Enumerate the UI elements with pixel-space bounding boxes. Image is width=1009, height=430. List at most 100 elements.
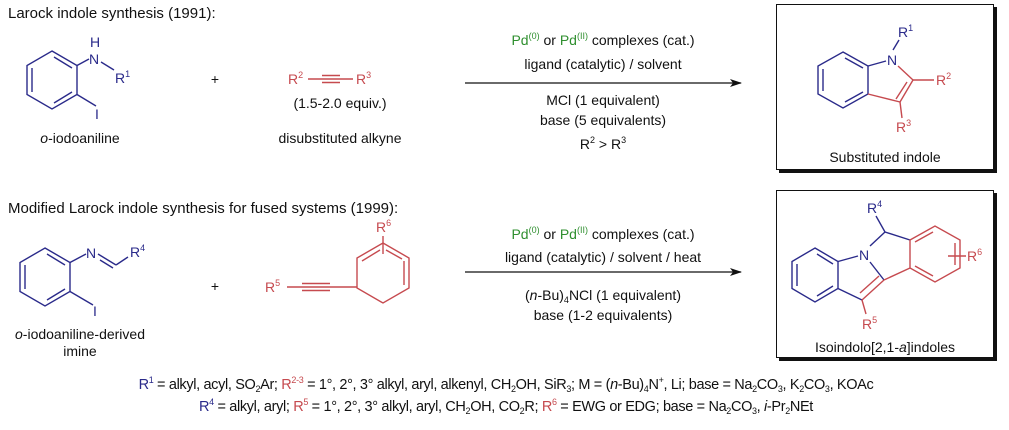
r-sup: 3: [366, 70, 372, 80]
section2-title: Modified Larock indole synthesis for fus…: [8, 200, 399, 217]
r-text: R: [967, 248, 978, 264]
text-segment: ,: [756, 399, 765, 415]
r-text: R: [265, 279, 276, 295]
text-segment: ; M = (: [571, 377, 611, 393]
text-segment: 2-3: [291, 375, 304, 385]
text-segment: 1: [148, 375, 154, 385]
r-sup: 2: [946, 71, 952, 81]
r-text: R: [898, 24, 909, 40]
product-nitrogen-label: N: [887, 52, 898, 68]
text-segment: 2: [465, 406, 471, 416]
imine-label-line1: o-iodoaniline-derived: [15, 326, 145, 342]
text-segment: CO: [803, 377, 825, 393]
r-text: R: [936, 72, 947, 88]
text-segment: , Li; base = Na: [663, 377, 753, 393]
text-segment: i: [764, 399, 767, 415]
text-segment: , K: [782, 377, 800, 393]
text-segment: R;: [524, 399, 542, 415]
ligand-condition: ligand (catalytic) / solvent: [524, 56, 682, 72]
salt-condition-2: (n-Bu)4NCl (1 equivalent): [525, 287, 681, 305]
alkyne-structure: [308, 74, 353, 84]
text-segment: 3: [621, 135, 627, 145]
product-box-indole: [776, 4, 994, 170]
text-segment: = alkyl, aryl;: [213, 399, 294, 415]
imine-structure: [19, 247, 129, 307]
nitrogen-label: N: [89, 51, 100, 67]
r3-label: R3: [356, 70, 372, 88]
plus-sign-2: +: [210, 278, 220, 294]
text-segment: 2: [255, 384, 261, 394]
imine-label-line2: imine: [63, 343, 97, 359]
product-r5-label: R5: [862, 316, 877, 333]
text-segment: o: [15, 326, 23, 342]
r-sup: 5: [275, 278, 281, 288]
text-segment: = 1°, 2°, 3° alkyl, aryl, alkenyl, CH: [303, 377, 511, 393]
text-segment: o: [40, 130, 49, 146]
base-condition: base (5 equivalents): [539, 112, 667, 128]
ligand-condition-2: ligand (catalytic) / solvent / heat: [504, 249, 702, 265]
text-segment: NCl (1 equivalent): [568, 287, 681, 303]
r-text: R: [896, 119, 907, 135]
text-segment: 4: [643, 384, 649, 394]
text-segment: N: [648, 377, 659, 393]
text-segment: 2: [510, 384, 516, 394]
text-segment: 3: [824, 384, 830, 394]
r-sup: 6: [977, 247, 983, 257]
text-segment: OH, SiR: [515, 377, 567, 393]
text-segment: R: [293, 399, 304, 415]
text-segment: 3: [566, 384, 572, 394]
text-segment: Pd: [511, 226, 529, 242]
section1-title: Larock indole synthesis (1991):: [8, 5, 216, 22]
text-segment: -Bu): [537, 287, 564, 303]
text-segment: NEt: [789, 399, 813, 415]
text-segment: n: [529, 287, 538, 303]
text-segment: or: [539, 32, 560, 48]
r-sup: 1: [125, 69, 131, 79]
isoindoloindole-structure: [791, 215, 966, 315]
imine-iodine-label: I: [93, 303, 97, 319]
r-sup: 2: [298, 70, 304, 80]
text-segment: > R: [595, 136, 622, 152]
text-segment: 2: [519, 406, 525, 416]
text-segment: (0): [528, 225, 540, 235]
text-segment: (II): [576, 31, 588, 41]
plus-sign: +: [210, 71, 220, 87]
text-segment: 4: [563, 295, 569, 305]
r4-label: R4: [130, 243, 146, 261]
r1-label: R1: [115, 69, 131, 87]
r-text: R: [376, 219, 387, 235]
text-segment: = EWG or EDG; base = Na: [556, 399, 727, 415]
r-sup: 4: [877, 199, 883, 209]
product-r2-label: R2: [936, 71, 952, 89]
iodoaniline-structure: [26, 50, 115, 110]
catalyst-condition-2: Pd(0) or Pd(II) complexes (cat.): [511, 225, 695, 243]
r-sup: 4: [140, 243, 146, 253]
text-segment: Pd: [559, 226, 577, 242]
text-segment: (: [525, 287, 530, 303]
alkyne-label: disubstituted alkyne: [278, 130, 402, 146]
text-segment: (II): [576, 225, 588, 235]
r-text: R: [356, 71, 367, 87]
text-segment: , KOAc: [829, 377, 874, 393]
r-text: R: [115, 70, 126, 86]
product-r6-label: R6: [967, 247, 983, 265]
r5-label: R5: [265, 278, 281, 296]
r-text: R: [862, 316, 873, 332]
text-segment: Pd: [511, 32, 529, 48]
product-r4-label: R4: [867, 199, 883, 217]
hydrogen-label: H: [90, 34, 101, 50]
text-segment: complexes (cat.): [587, 226, 695, 242]
r6-label: R6: [376, 219, 391, 236]
imine-nitrogen-label: N: [86, 245, 97, 261]
text-segment: 2: [799, 384, 804, 394]
text-segment: = 1°, 2°, 3° alkyl, aryl, CH: [308, 399, 466, 415]
text-segment: a: [899, 339, 907, 355]
catalyst-condition: Pd(0) or Pd(II) complexes (cat.): [511, 31, 695, 49]
text-segment: Pd: [559, 32, 577, 48]
text-segment: -Bu): [617, 377, 644, 393]
text-segment: complexes (cat.): [587, 32, 695, 48]
selectivity-note: R2 > R3: [580, 135, 627, 153]
r-sup: 1: [908, 23, 914, 33]
